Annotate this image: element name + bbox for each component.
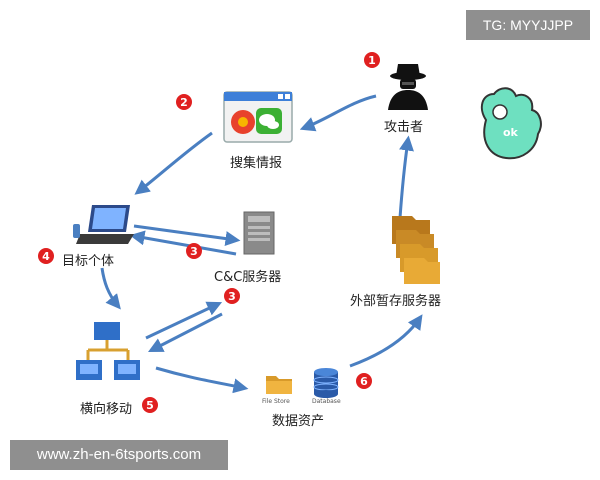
arrow-c2-to-lateral xyxy=(147,312,223,353)
node-label-staging: 外部暂存服务器 xyxy=(350,294,442,309)
arrow-lateral-to-c2 xyxy=(145,301,223,340)
step-5-number: 5 xyxy=(146,399,154,412)
arrow-attacker-to-recon xyxy=(299,94,377,132)
node-label-attacker: 攻击者 xyxy=(384,120,424,135)
arrow-recon-to-target xyxy=(134,131,213,195)
node-label-assets: 数据资产 xyxy=(272,414,325,429)
node-label-lateral: 横向移动 xyxy=(80,402,133,417)
network-icon xyxy=(76,322,140,380)
database-label: Database xyxy=(312,398,341,405)
step-1-number: 1 xyxy=(368,54,376,67)
step-badge-6: 6 xyxy=(356,373,372,389)
node-label-c2: C&C服务器 xyxy=(214,270,282,285)
step-badge-5: 5 xyxy=(142,397,158,413)
arrow-target-to-lateral xyxy=(100,267,121,310)
file-store-label: File Store xyxy=(262,398,290,405)
server-icon xyxy=(243,211,275,255)
browser-window-icon xyxy=(223,91,293,143)
step-6-number: 6 xyxy=(360,375,368,388)
svg-text:ok: ok xyxy=(503,126,519,139)
node-label-target: 目标个体 xyxy=(62,254,115,269)
step-badge-3a: 3 xyxy=(186,243,202,259)
step-badge-1: 1 xyxy=(364,52,380,68)
database-icon xyxy=(313,368,339,398)
node-label-recon: 搜集情报 xyxy=(230,156,283,171)
step-4-number: 4 xyxy=(42,250,50,263)
step-3a-number: 3 xyxy=(190,245,198,258)
watermark-top: TG: MYYJJPP xyxy=(466,10,590,40)
folder-icon xyxy=(266,376,292,394)
arrow-target-to-c2 xyxy=(133,224,241,247)
step-3b-number: 3 xyxy=(228,290,236,303)
arrow-staging-to-attacker xyxy=(398,135,414,219)
arrow-c2-to-target xyxy=(129,230,237,256)
step-badge-4: 4 xyxy=(38,248,54,264)
hacker-icon xyxy=(388,64,428,110)
laptop-icon xyxy=(73,205,134,244)
folder-stack-icon xyxy=(392,216,440,284)
step-badge-3b: 3 xyxy=(224,288,240,304)
step-badge-2: 2 xyxy=(176,94,192,110)
ok-hand-icon: ok xyxy=(480,87,542,160)
arrow-lateral-to-assets xyxy=(155,366,249,394)
step-2-number: 2 xyxy=(180,96,188,109)
watermark-bottom: www.zh-en-6tsports.com xyxy=(10,440,228,470)
arrow-assets-to-staging xyxy=(349,314,423,368)
